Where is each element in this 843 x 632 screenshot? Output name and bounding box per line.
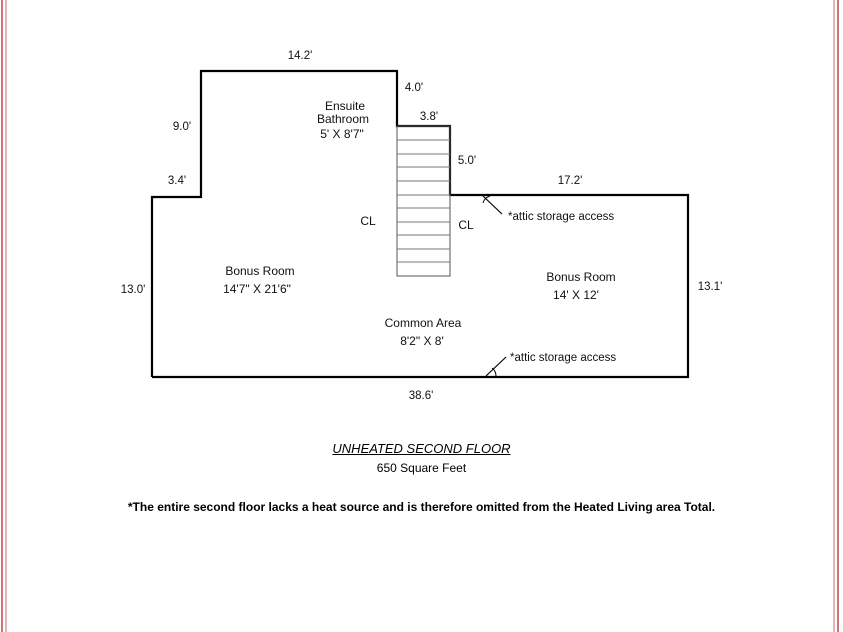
dim-step-left: 3.4' bbox=[168, 175, 186, 187]
dim-bottom: 38.6' bbox=[409, 390, 434, 402]
floor-title: UNHEATED SECOND FLOOR bbox=[332, 441, 511, 456]
bonus-room-right-size: 14' X 12' bbox=[553, 288, 599, 302]
staircase bbox=[396, 125, 451, 277]
ensuite-label-line2: Bathroom bbox=[317, 112, 369, 126]
dim-notch: 4.0' bbox=[405, 82, 423, 94]
ensuite-size: 5' X 8'7" bbox=[320, 127, 364, 141]
heat-source-note: *The entire second floor lacks a heat so… bbox=[127, 500, 716, 514]
dim-stair-top: 3.8' bbox=[420, 111, 438, 123]
dim-left-upper: 9.0' bbox=[173, 121, 191, 133]
closet-right-label: CL bbox=[458, 218, 474, 232]
bonus-room-left-label: Bonus Room bbox=[225, 264, 294, 278]
bonus-room-right-label: Bonus Room bbox=[546, 270, 615, 284]
common-area-size: 8'2" X 8' bbox=[400, 334, 444, 348]
dim-stair-right: 5.0' bbox=[458, 155, 476, 167]
attic-access-lower-label: *attic storage access bbox=[510, 352, 616, 364]
dim-top-left: 14.2' bbox=[288, 50, 313, 62]
attic-access-icon-upper bbox=[482, 195, 503, 215]
dim-top-right: 17.2' bbox=[558, 175, 583, 187]
floor-area: 650 Square Feet bbox=[376, 461, 467, 475]
bonus-room-left-size: 14'7" X 21'6" bbox=[223, 282, 291, 296]
common-area-label: Common Area bbox=[385, 316, 462, 330]
ensuite-label-line1: Ensuite bbox=[325, 99, 365, 113]
dim-left: 13.0' bbox=[121, 284, 146, 296]
closet-left-label: CL bbox=[360, 214, 376, 228]
attic-access-upper-label: *attic storage access bbox=[508, 211, 614, 223]
dim-right: 13.1' bbox=[698, 281, 723, 293]
attic-access-icon-lower bbox=[485, 356, 507, 377]
